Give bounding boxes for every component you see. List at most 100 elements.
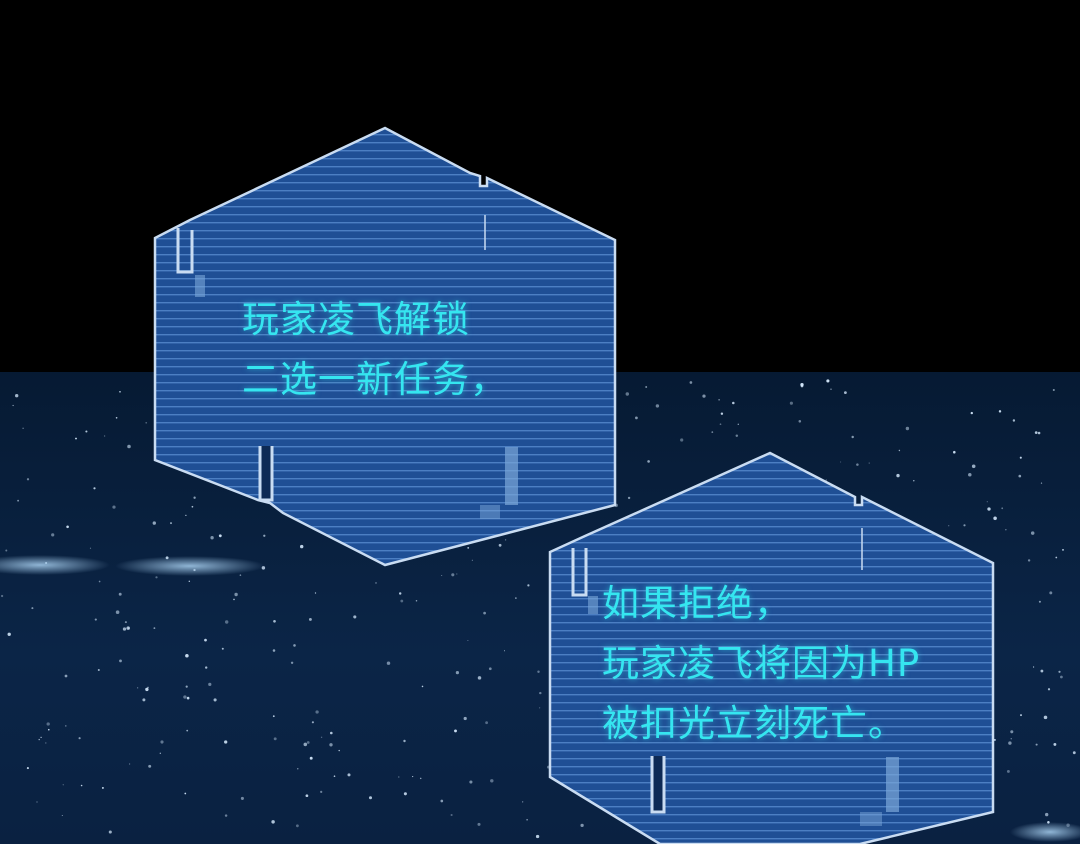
star [483,611,486,615]
star [645,386,648,388]
star [625,392,630,396]
star [184,792,187,795]
star [469,780,473,784]
star [290,661,294,664]
star [26,478,30,481]
star [522,801,524,803]
star [463,716,467,721]
star [311,721,314,724]
star [1053,742,1057,746]
dialog-line: 如果拒绝， [602,582,792,625]
hex-notch [650,756,666,814]
star [213,698,217,702]
star [46,722,50,726]
star [108,830,112,834]
star [451,573,455,577]
star [718,399,720,401]
star [898,449,901,452]
star [1049,591,1053,595]
star [142,698,146,702]
star [471,559,473,561]
star [51,533,55,537]
star [225,620,229,624]
star [537,670,540,673]
star [204,638,207,642]
star [627,496,631,500]
star [1035,743,1038,746]
star [128,763,131,765]
star [314,592,317,594]
star [315,710,319,714]
star [308,617,312,621]
hex-notch [176,228,194,274]
star [635,416,638,420]
star [127,444,131,449]
glitch-bar [505,447,518,505]
glitch-bar [588,596,598,614]
star [971,464,976,469]
star [1062,549,1064,551]
star [124,621,127,624]
star [26,767,29,770]
star [5,549,8,552]
star [504,539,507,541]
star [735,434,739,438]
star [152,521,156,525]
star [477,822,481,826]
star [1045,812,1049,817]
star [830,388,832,390]
star [419,777,422,780]
star [240,796,244,800]
star [789,401,793,405]
star [400,599,404,603]
star [224,740,228,744]
star [153,627,156,630]
hex-panel-1 [153,126,617,567]
star [1033,666,1035,668]
star [48,728,50,731]
cloud-wisp [115,556,265,576]
dialog-line: 玩家凌飞解锁 [242,298,470,341]
star [353,615,357,619]
star [655,404,660,408]
star [440,799,444,803]
star [306,741,310,744]
star [441,574,443,577]
star [526,818,528,821]
star [825,479,827,481]
star [1038,600,1041,603]
star [159,752,161,754]
star [963,524,966,527]
star [375,581,377,584]
star [309,756,313,760]
star [186,729,189,732]
star [97,668,100,672]
star [170,522,172,525]
star [467,546,470,549]
hex-panel-2 [548,451,995,844]
star [1010,738,1012,740]
star [467,639,469,642]
star [333,775,336,778]
glitch-bar [860,812,882,826]
star [993,516,997,521]
star [61,814,63,817]
star [36,801,38,803]
star [239,574,242,576]
star [329,743,333,747]
dialog-line: 被扣光立刻死亡。 [602,702,906,745]
star [948,525,950,527]
star [1072,751,1076,755]
star [320,790,323,794]
star [89,547,92,549]
star [986,501,988,503]
star [1018,474,1022,478]
star [193,496,196,499]
star [826,379,830,383]
star [188,580,191,583]
star [38,738,40,741]
star [7,632,11,636]
star [1040,482,1043,484]
star [185,653,189,658]
